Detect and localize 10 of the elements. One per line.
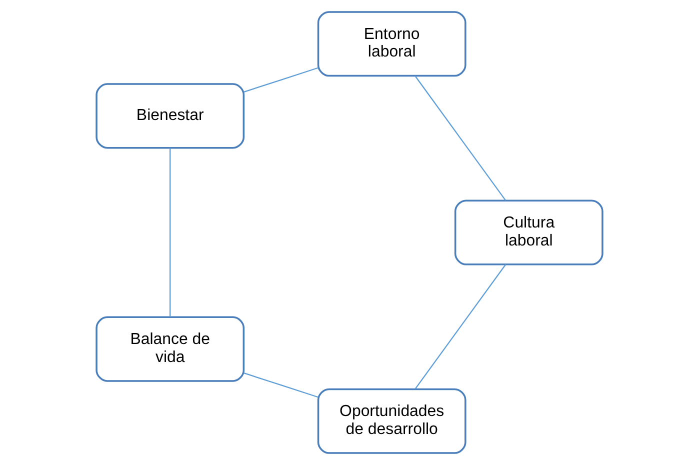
connector	[414, 264, 506, 390]
node-box: Cultura laboral	[454, 200, 603, 266]
node-box: Balance de vida	[95, 316, 244, 382]
node-box: Bienestar	[95, 83, 244, 149]
connector	[243, 372, 318, 398]
connector	[414, 76, 506, 201]
connector	[169, 148, 170, 318]
node-box: Entorno laboral	[316, 11, 466, 77]
connector	[243, 67, 318, 92]
node-box: Oportunidades de desarrollo	[316, 388, 466, 454]
